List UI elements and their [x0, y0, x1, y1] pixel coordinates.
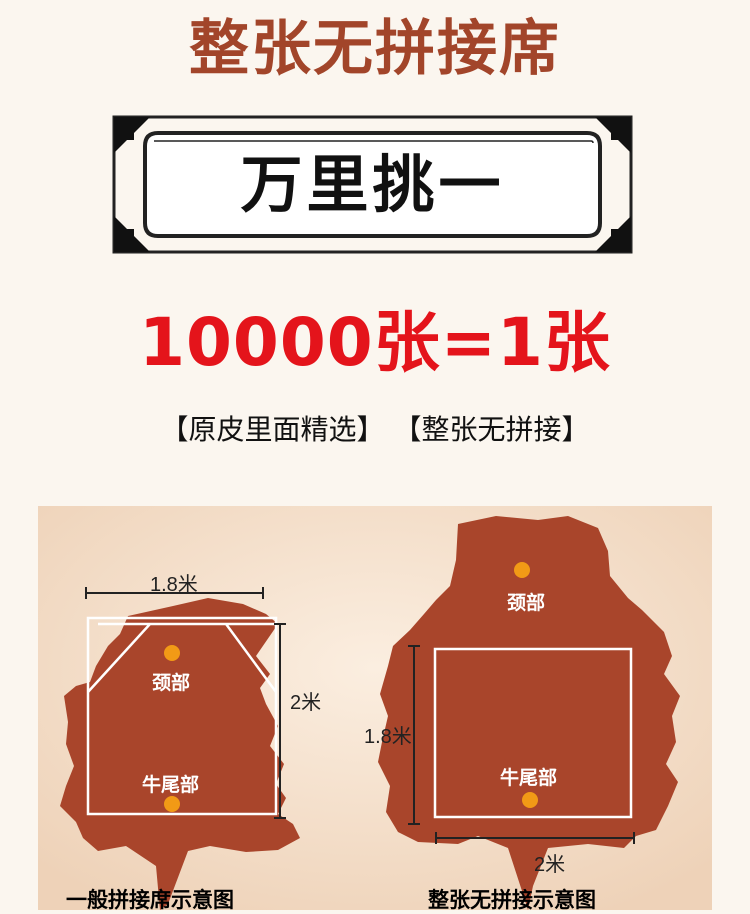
- framed-text: 万里挑一: [240, 148, 505, 221]
- left-neck-label: 颈部: [152, 673, 191, 694]
- slogan: 10000张=1张: [139, 304, 611, 381]
- left-tail-label: 牛尾部: [142, 775, 200, 796]
- left-height-label: 2米: [290, 692, 322, 714]
- comparison-panel: [38, 506, 712, 910]
- left-caption: 一般拼接席示意图: [66, 888, 234, 912]
- left-tail-dot: [164, 796, 180, 812]
- right-width-label: 2米: [534, 854, 566, 876]
- right-caption: 整张无拼接示意图: [428, 888, 596, 912]
- feature-tags: 【原皮里面精选】 【整张无拼接】: [160, 413, 590, 446]
- right-tail-label: 牛尾部: [500, 768, 558, 789]
- left-hide-shape: [60, 598, 300, 910]
- left-neck-dot: [164, 645, 180, 661]
- left-width-label: 1.8米: [150, 574, 198, 596]
- main-title: 整张无拼接席: [189, 14, 561, 84]
- right-neck-dot: [514, 562, 530, 578]
- right-neck-label: 颈部: [507, 593, 546, 614]
- right-height-label: 1.8米: [364, 726, 412, 748]
- decorative-frame: [112, 115, 633, 254]
- right-hide-shape: [378, 516, 680, 910]
- right-tail-dot: [522, 792, 538, 808]
